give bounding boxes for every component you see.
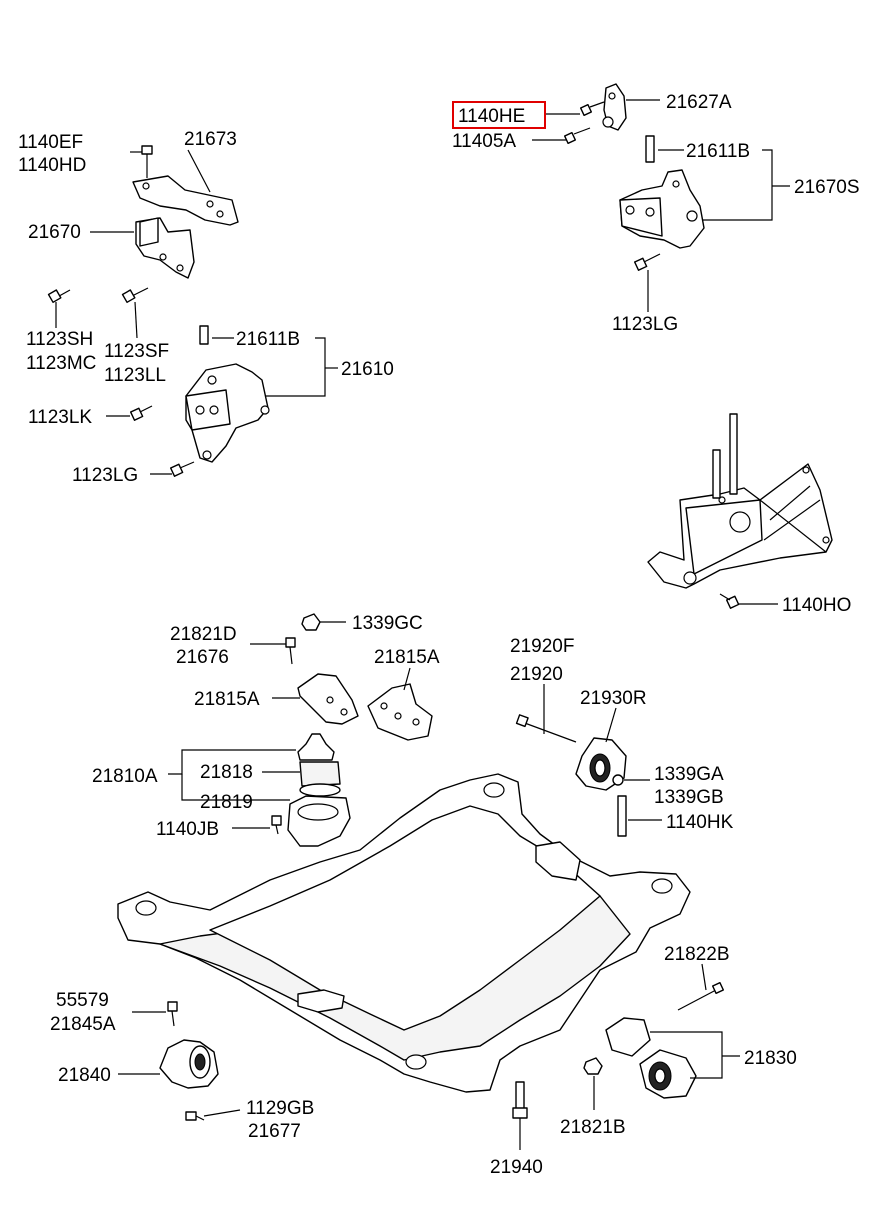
- label-21940: 21940: [490, 1157, 543, 1178]
- bolt-1140HK: [617, 795, 627, 837]
- insulator-21818: [297, 733, 341, 797]
- label-21610: 21610: [341, 359, 394, 380]
- bracket-21627A: [602, 83, 627, 131]
- label-11405A: 11405A: [452, 131, 516, 152]
- highlight-box-1140HE: [452, 101, 546, 129]
- label-1123SF: 1123SF: [104, 341, 169, 362]
- bolt-21821D: [285, 637, 296, 665]
- label-21627A: 21627A: [666, 92, 732, 113]
- label-21821D: 21821D: [170, 624, 237, 645]
- label-21670: 21670: [28, 222, 81, 243]
- bolt-1123SF: [121, 287, 149, 339]
- label-21821B: 21821B: [560, 1117, 626, 1138]
- bolt-1140JB: [271, 815, 282, 835]
- bracket-21819: [287, 795, 351, 847]
- bolt-55579: [167, 1001, 178, 1027]
- bolt-1123LG-right: [633, 253, 661, 312]
- label-21611B-right: 21611B: [686, 141, 750, 162]
- label-1123LG-left: 1123LG: [72, 465, 138, 486]
- bolt-1129GB: [185, 1111, 205, 1121]
- stud-21611B-right: [645, 135, 655, 163]
- bolt-1123LK: [129, 405, 153, 421]
- bolt-1140EF: [141, 145, 153, 178]
- label-21920F: 21920F: [510, 636, 574, 657]
- bushing-21830: [639, 1049, 697, 1099]
- mount-21610: [185, 363, 270, 463]
- label-1129GB: 1129GB: [246, 1098, 314, 1119]
- label-1123LK: 1123LK: [28, 407, 92, 428]
- label-21810A: 21810A: [92, 766, 158, 787]
- label-1123LG-right: 1123LG: [612, 314, 678, 335]
- label-1339GC: 1339GC: [352, 613, 423, 634]
- label-21930R: 21930R: [580, 688, 647, 709]
- label-1140JB: 1140JB: [156, 819, 219, 840]
- bolt-1123SH: [47, 289, 71, 328]
- stud-21611B-left: [199, 325, 234, 345]
- label-21830: 21830: [744, 1048, 797, 1069]
- label-1123SH: 1123SH: [26, 329, 93, 350]
- bolt-1140HO: [719, 593, 740, 609]
- label-21677: 21677: [248, 1121, 301, 1142]
- label-1140HE[interactable]: 1140HE: [458, 106, 525, 127]
- label-21815A-left: 21815A: [194, 689, 260, 710]
- label-1140EF: 1140EF: [18, 132, 83, 153]
- label-21611B-left: 21611B: [236, 329, 300, 350]
- nut-1339GA: [612, 774, 624, 786]
- subframe-crossmember: [117, 773, 691, 1093]
- label-21670S: 21670S: [794, 177, 860, 198]
- label-21676: 21676: [176, 647, 229, 668]
- bracket-21673: [132, 175, 239, 226]
- bracket-21815A-left: [297, 673, 359, 725]
- label-21822B: 21822B: [664, 944, 730, 965]
- label-1339GA: 1339GA: [654, 764, 724, 785]
- mount-21840: [159, 1039, 219, 1089]
- mount-bracket-1140HO: [647, 463, 833, 589]
- label-21920: 21920: [510, 664, 563, 685]
- mount-21670: [135, 217, 195, 279]
- bolt-1140HE: [579, 101, 605, 117]
- label-1123LL: 1123LL: [104, 365, 166, 386]
- nut-1339GC: [301, 613, 321, 631]
- label-21818: 21818: [200, 762, 253, 783]
- bolt-21920F: [515, 714, 577, 743]
- bolt-11405A: [563, 127, 591, 145]
- stud-pair: [712, 413, 738, 499]
- label-1339GB: 1339GB: [654, 787, 724, 808]
- label-1123MC: 1123MC: [26, 353, 96, 374]
- label-1140HK: 1140HK: [666, 812, 734, 833]
- label-55579: 55579: [56, 990, 109, 1011]
- bolt-21940: [512, 1081, 528, 1150]
- bolt-21822B: [677, 981, 725, 1011]
- nut-21821B: [583, 1057, 603, 1110]
- bracket-21830-a: [605, 1017, 651, 1057]
- label-1140HD: 1140HD: [18, 155, 86, 176]
- bolt-1123LG-left: [169, 461, 195, 477]
- label-21819: 21819: [200, 792, 253, 813]
- label-21845A: 21845A: [50, 1014, 116, 1035]
- bracket-21815A-right: [367, 683, 433, 741]
- label-21815A-right: 21815A: [374, 647, 440, 668]
- mount-21670S: [619, 169, 705, 249]
- label-21673: 21673: [184, 129, 237, 150]
- label-1140HO: 1140HO: [782, 595, 851, 616]
- label-21840: 21840: [58, 1065, 111, 1086]
